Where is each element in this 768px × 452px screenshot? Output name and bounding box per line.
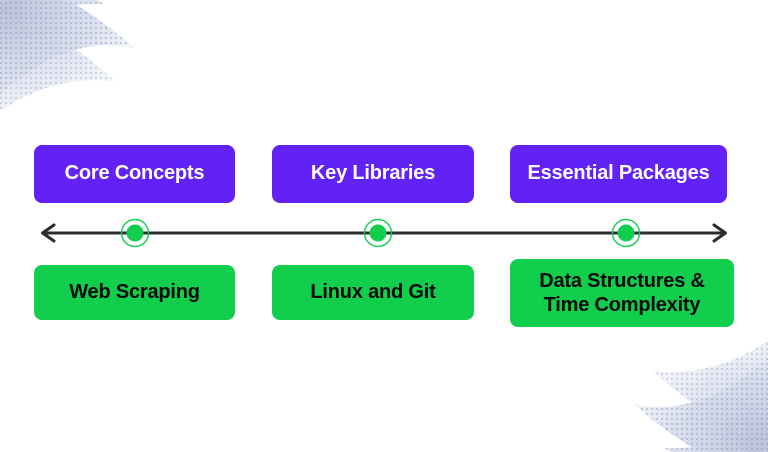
timeline-marker-ring-2 xyxy=(363,218,393,248)
timeline-marker-dot-2 xyxy=(369,224,387,242)
halftone-dots-decoration-bottom-right xyxy=(609,326,768,452)
bottom-node-3[interactable]: Data Structures & Time Complexity xyxy=(510,259,734,327)
timeline-marker-ring-3 xyxy=(611,218,641,248)
timeline-marker-3[interactable] xyxy=(611,218,641,248)
timeline-marker-2[interactable] xyxy=(363,218,393,248)
bottom-node-1[interactable]: Web Scraping xyxy=(34,265,235,320)
top-node-2-label: Key Libraries xyxy=(310,162,436,185)
timeline-axis[interactable] xyxy=(0,214,768,252)
top-node-1[interactable]: Core Concepts xyxy=(34,145,235,203)
bottom-node-2[interactable]: Linux and Git xyxy=(272,265,474,320)
top-node-3[interactable]: Essential Packages xyxy=(510,145,727,203)
bottom-node-3-label: Data Structures & Time Complexity xyxy=(539,269,705,316)
top-node-1-label: Core Concepts xyxy=(64,162,205,185)
bottom-node-2-label: Linux and Git xyxy=(310,280,436,303)
timeline-marker-1[interactable] xyxy=(120,218,150,248)
timeline-marker-dot-3 xyxy=(617,224,635,242)
bottom-node-1-label: Web Scraping xyxy=(69,280,200,303)
timeline-marker-ring-1 xyxy=(120,218,150,248)
halftone-dots-decoration-top-left xyxy=(0,0,159,126)
arrow-right-icon xyxy=(712,223,727,243)
top-node-3-label: Essential Packages xyxy=(527,162,710,185)
top-node-2[interactable]: Key Libraries xyxy=(272,145,474,203)
timeline-marker-dot-1 xyxy=(126,224,144,242)
arrow-left-icon xyxy=(41,223,56,243)
